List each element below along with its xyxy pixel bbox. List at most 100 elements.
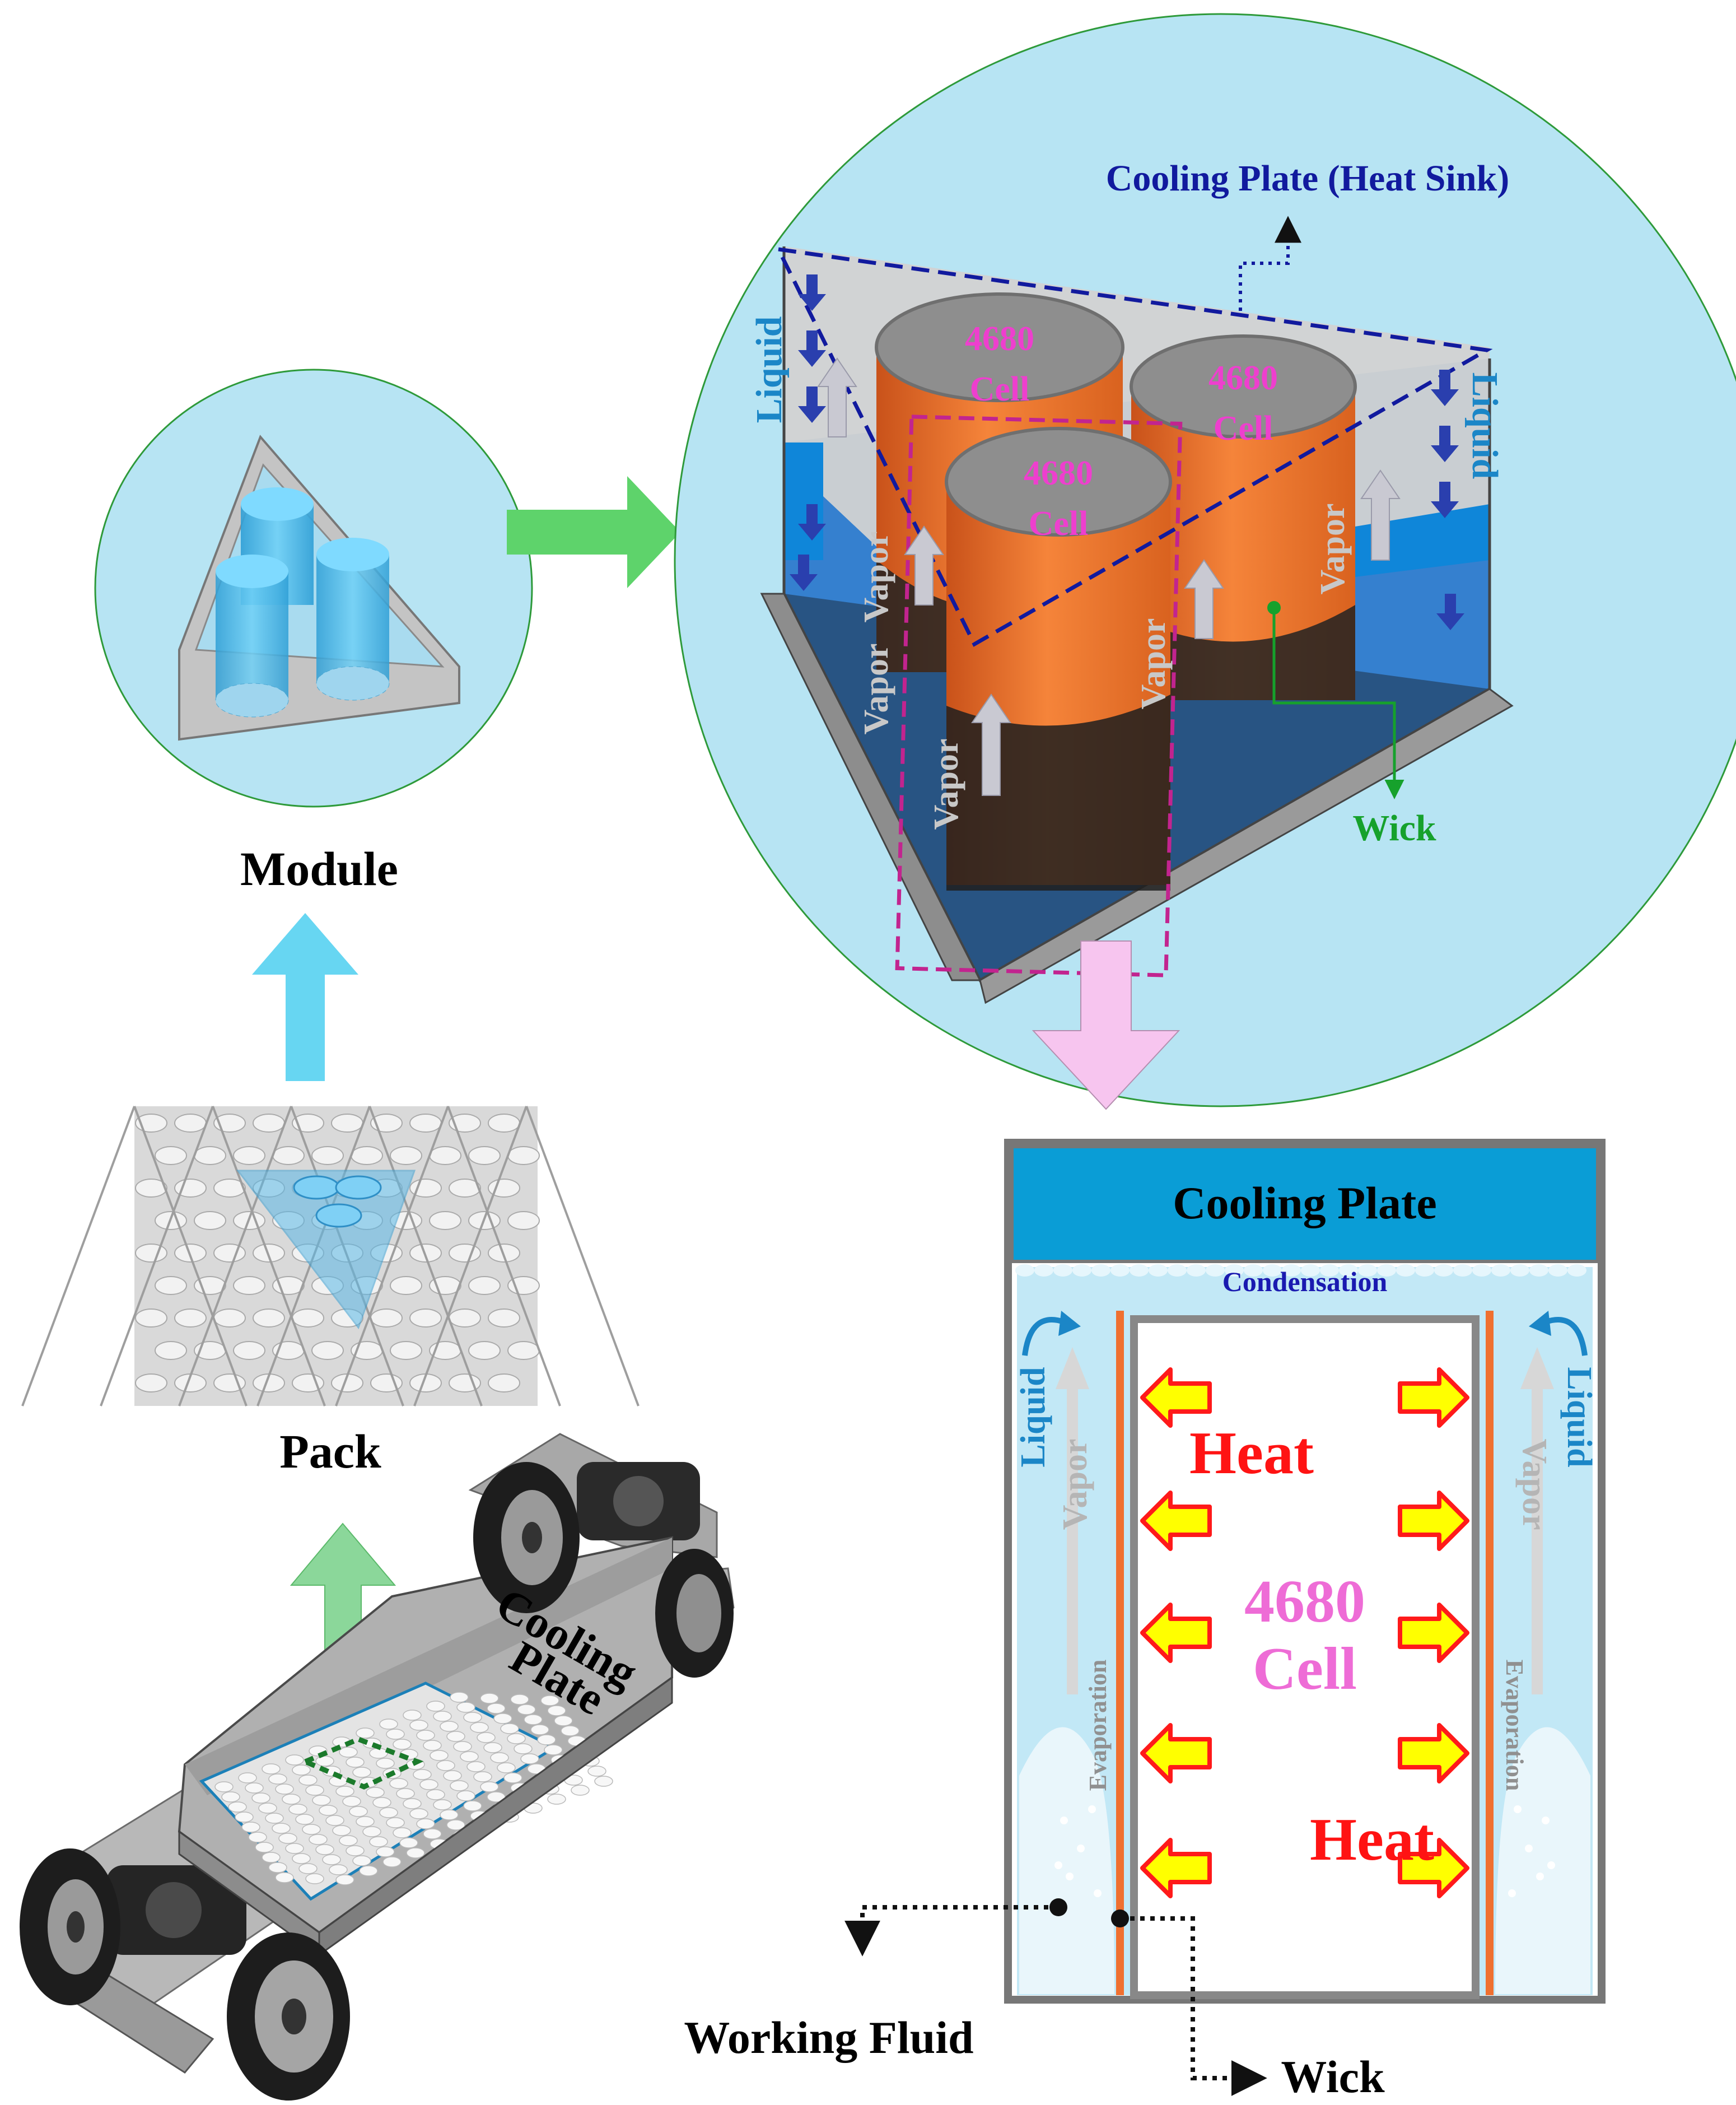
module-to-detail-arrow <box>507 476 680 588</box>
chassis-cell <box>376 1758 395 1769</box>
chassis-cell <box>255 1842 274 1853</box>
bubble <box>1066 1873 1074 1880</box>
wheel-front-left <box>20 1848 120 2005</box>
pack-cell <box>488 1179 520 1198</box>
pack-to-module-arrow <box>252 913 358 1081</box>
bubble <box>1077 1845 1085 1852</box>
pack-grid-line <box>413 1106 528 1407</box>
pack-grid-line <box>212 1106 326 1407</box>
chassis-cell <box>530 1724 549 1735</box>
chassis-cell <box>251 1792 270 1804</box>
condensation-drop <box>1358 1264 1377 1277</box>
wick-pointer-bottom <box>1120 1916 1267 2096</box>
chassis-cell <box>487 1703 506 1714</box>
vapor-arrows <box>817 357 1401 796</box>
ev-chassis <box>20 1433 735 2101</box>
liquid-label-right: Liquid <box>1464 372 1505 479</box>
chassis-cell <box>473 1771 492 1782</box>
pack-grid-line <box>178 1106 292 1407</box>
chassis-cell <box>379 1719 398 1730</box>
pack-cell <box>370 1308 403 1328</box>
chassis-cell <box>292 1764 311 1776</box>
wick-label-bottom: Wick <box>1281 2051 1385 2102</box>
detail-to-section-arrow <box>1032 940 1180 1110</box>
right-liquid-arrows <box>1431 370 1464 630</box>
chassis-cell <box>507 1733 526 1744</box>
chassis-cell <box>275 1783 294 1795</box>
chassis-cell <box>413 1769 432 1780</box>
condensation-drop <box>1472 1264 1491 1277</box>
pack-cell <box>409 1308 442 1328</box>
bubble <box>1094 1889 1102 1897</box>
chassis-cell <box>352 1767 371 1778</box>
pack-grid-line <box>447 1106 561 1407</box>
chassis-cell <box>470 1722 489 1733</box>
cell-group-zoom: 4680 Cell 4680 Cell 4680 Cell <box>674 13 1736 1107</box>
chassis-cell <box>544 1744 563 1755</box>
section-cooling-plate-label: Cooling Plate <box>1173 1177 1436 1228</box>
chassis-cell <box>298 1863 318 1874</box>
pack-cell <box>194 1146 226 1165</box>
condensation-label: Condensation <box>1222 1266 1388 1297</box>
wheel-front-right <box>227 1932 350 2101</box>
liquid-down-arrow <box>790 555 818 591</box>
chassis-cell <box>450 1692 469 1703</box>
wick-label-top: Wick <box>1352 808 1436 849</box>
chassis-cell <box>272 1823 291 1834</box>
chassis-cell <box>426 1701 445 1712</box>
chassis-cell <box>517 1704 536 1715</box>
chassis-cell <box>497 1762 516 1773</box>
chassis-cell <box>396 1788 415 1799</box>
chassis-cell <box>430 1750 449 1761</box>
chassis-cell <box>456 1790 475 1801</box>
chassis-cell <box>356 1816 375 1827</box>
chassis-cell <box>399 1837 418 1848</box>
evaporation-wave-left <box>1019 1727 1114 1994</box>
section-liquid-left: Liquid <box>1014 1367 1052 1467</box>
chassis-cell <box>587 1766 606 1777</box>
pack-cell <box>174 1308 207 1328</box>
chassis-cell <box>356 1727 375 1739</box>
vapor-up-arrow <box>904 525 944 606</box>
chassis-cell <box>359 1865 378 1876</box>
pack-cell <box>135 1179 167 1198</box>
chassis-cell <box>537 1734 556 1745</box>
chassis-cell <box>440 1721 459 1732</box>
chassis-cell <box>315 1755 334 1767</box>
heat-arrow <box>1398 1491 1469 1551</box>
condensation-drop <box>1130 1264 1149 1277</box>
condensation-drop <box>1072 1264 1091 1277</box>
heat-label-bottom: Heat <box>1310 1806 1434 1873</box>
pack-cell <box>253 1114 285 1133</box>
heat-arrow <box>1140 1838 1212 1898</box>
chassis-cell <box>440 1809 459 1820</box>
bubble <box>1088 1805 1096 1813</box>
chassis-cell <box>369 1748 388 1759</box>
heat-arrow <box>1140 1367 1212 1428</box>
chassis-cell <box>433 1799 452 1810</box>
chassis-cell <box>275 1872 294 1883</box>
vapor-label-4: Vapor <box>1135 618 1173 709</box>
condensation-drop <box>1510 1264 1529 1277</box>
liquid-down-arrow <box>798 330 826 367</box>
chassis-cell <box>493 1713 512 1724</box>
vapor-arrow-right <box>1520 1347 1554 1694</box>
heat-arrow <box>1140 1491 1212 1551</box>
condensation-drop <box>1301 1264 1320 1277</box>
pack-cell <box>507 1341 540 1360</box>
pack-grid-line <box>100 1106 214 1407</box>
condensation-drop <box>1244 1264 1263 1277</box>
chassis-cell <box>450 1780 469 1791</box>
chassis-cell <box>346 1757 365 1768</box>
chassis-cell <box>292 1853 311 1864</box>
cell-back-right-number: 4680 <box>1208 359 1278 397</box>
chassis-cell <box>335 1786 354 1797</box>
bubble <box>1536 1873 1544 1880</box>
pack-cell <box>390 1146 422 1165</box>
chassis-cell <box>298 1775 318 1786</box>
chassis-cell <box>443 1770 462 1781</box>
chassis-cell <box>349 1806 368 1817</box>
liquid-down-arrow <box>798 386 826 423</box>
bubble <box>1508 1889 1516 1897</box>
